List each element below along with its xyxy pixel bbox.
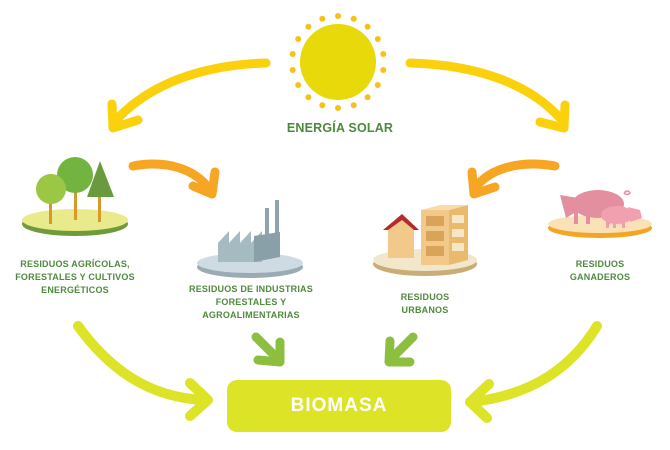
- solar-energy-label: ENERGÍA SOLAR: [286, 121, 394, 135]
- arrow-agricultural-to-biomass: [73, 321, 213, 421]
- agricultural-waste-label: RESIDUOS AGRÍCOLAS, FORESTALES Y CULTIVO…: [15, 259, 135, 295]
- urban-waste-label: RESIDUOS URBANOS: [400, 292, 450, 315]
- sun-ray-dot: [350, 102, 357, 109]
- biomass-box: BIOMASA: [227, 380, 451, 432]
- sun-ray-dot: [289, 51, 296, 57]
- sun-ray-dot: [364, 94, 371, 101]
- sun-ray-dot: [305, 94, 312, 101]
- industrial-waste-label: RESIDUOS DE INDUSTRIAS FORESTALES Y AGRO…: [189, 284, 313, 320]
- sun-ray-dot: [374, 82, 381, 88]
- sun-ray-dot: [335, 13, 341, 19]
- arrow-industry-to-biomass: [251, 332, 285, 367]
- sun-ray-dot: [319, 15, 326, 22]
- sun-ray-dot: [380, 51, 387, 57]
- sun-icon: [289, 13, 387, 111]
- sun-ray-dot: [364, 23, 371, 30]
- sun-ray-dot: [374, 36, 381, 42]
- sun-ray-dot: [350, 15, 357, 22]
- arrow-urban-to-biomass: [384, 332, 418, 367]
- arrow-agricultural-to-industry: [128, 159, 220, 199]
- biomass-label: BIOMASA: [290, 395, 388, 416]
- factory-icon: [197, 200, 303, 278]
- sun-ray-dot: [305, 23, 312, 30]
- arrow-sun-to-agricultural: [107, 58, 271, 133]
- sun-ray-dot: [295, 82, 302, 88]
- arrow-livestock-to-urban: [467, 159, 560, 199]
- sun-ray-dot: [289, 67, 296, 73]
- pigs-icon: [548, 190, 652, 238]
- sun-ray-dot: [295, 36, 302, 42]
- trees-icon: [22, 157, 128, 236]
- sun-ray-dot: [380, 67, 387, 73]
- buildings-icon: [373, 205, 477, 276]
- sun-ray-dot: [319, 102, 326, 109]
- livestock-waste-label: RESIDUOS GANADEROS: [569, 259, 631, 282]
- arrow-livestock-to-biomass: [465, 321, 602, 423]
- sun-ray-dot: [335, 105, 341, 111]
- arrow-sun-to-livestock: [405, 58, 570, 133]
